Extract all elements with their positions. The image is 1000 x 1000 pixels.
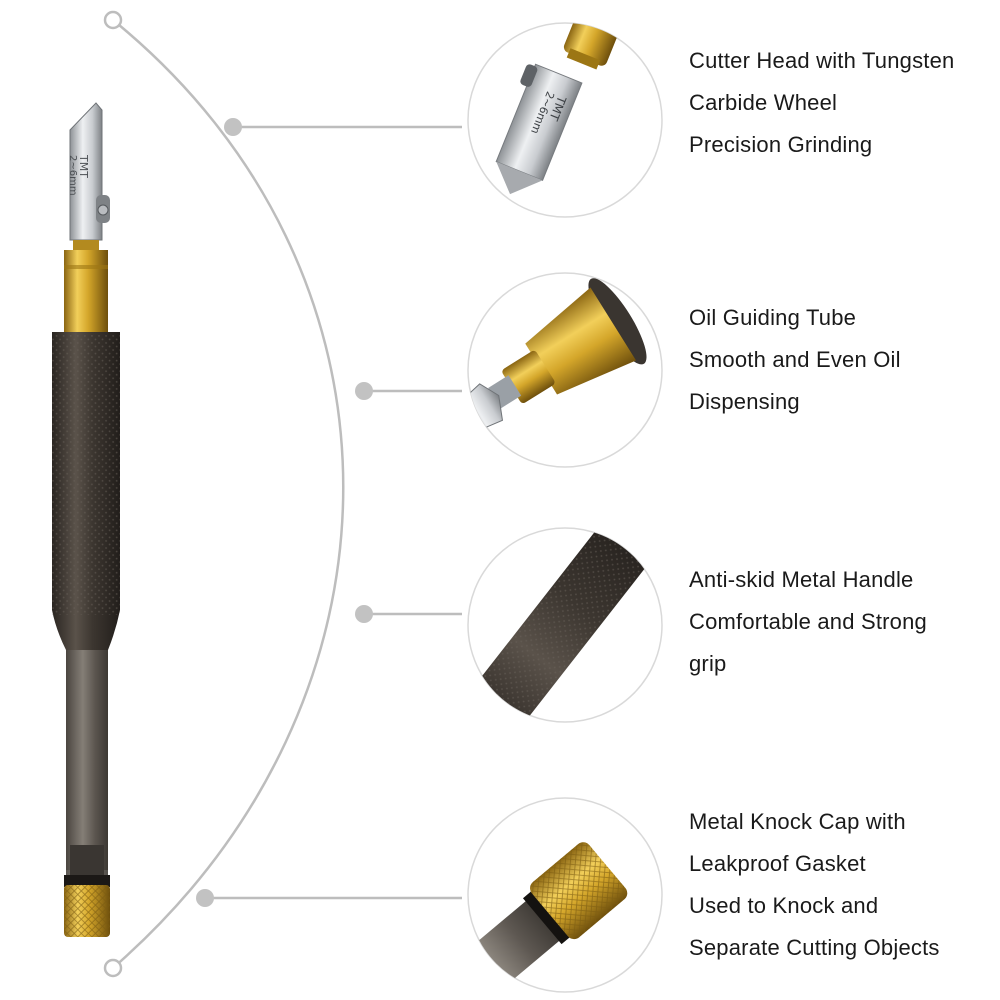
arc-start-node [103,10,123,30]
handle-icon [467,527,663,723]
feature-line: Smooth and Even Oil [689,347,901,372]
feature-knock-cap: Metal Knock Cap with Leakproof Gasket Us… [689,801,994,969]
oil-tube-icon [467,272,663,468]
feature-line: Used to Knock and [689,893,879,918]
knock-cap-icon [467,797,663,993]
feature-line: Comfortable and Strong [689,609,927,634]
connector-1 [224,118,462,136]
connector-arc [112,19,345,969]
feature-line: Leakproof Gasket [689,851,866,876]
feature-line: Cutter Head with Tungsten [689,48,955,73]
feature-line: Oil Guiding Tube [689,305,857,330]
feature-line: Separate Cutting Objects [689,935,940,960]
connector-4 [196,889,462,907]
feature-oil-tube: Oil Guiding Tube Smooth and Even Oil Dis… [689,297,994,423]
feature-line: Dispensing [689,389,800,414]
connector-2 [355,382,462,400]
feature-line: grip [689,651,727,676]
arc-end-node [103,958,123,978]
glass-cutter-icon: TMT 2~6mm [52,102,120,937]
feature-line: Anti-skid Metal Handle [689,567,914,592]
cutter-head-icon: TMT 2~6mm [467,22,663,218]
feature-cutter-head: Cutter Head with Tungsten Carbide Wheel … [689,40,994,166]
feature-handle: Anti-skid Metal Handle Comfortable and S… [689,559,994,685]
blade-marking-brand: TMT [77,154,90,178]
blade-marking: TMT [77,154,90,178]
feature-line: Carbide Wheel [689,90,838,115]
feature-line: Precision Grinding [689,132,873,157]
connector-3 [355,605,462,623]
blade-marking-size: 2~6mm [67,155,78,196]
feature-line: Metal Knock Cap with [689,809,906,834]
